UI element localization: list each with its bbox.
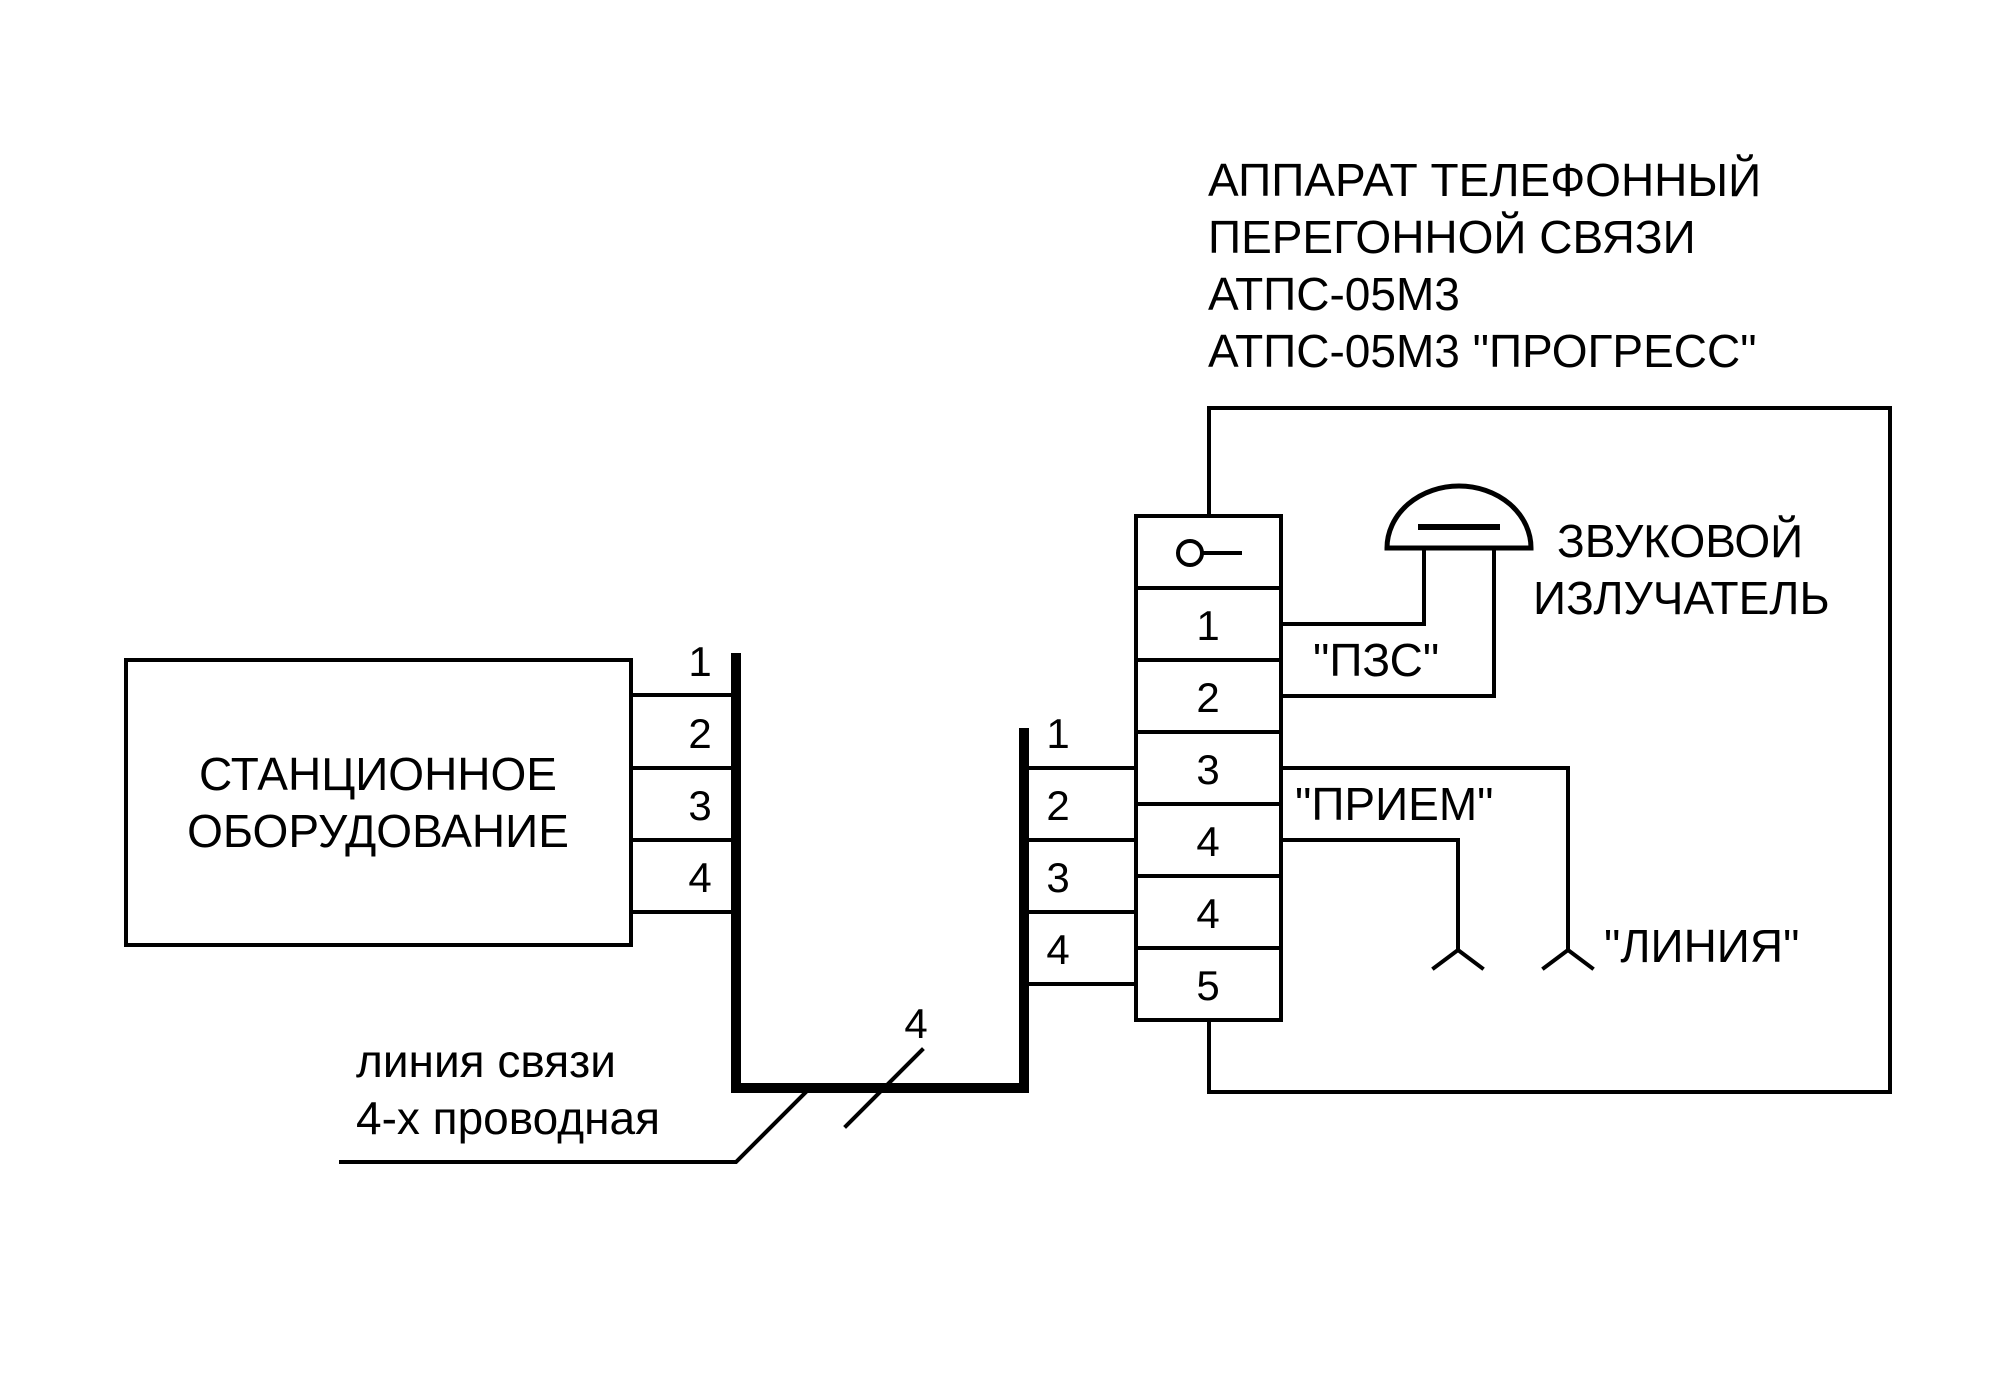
wire-count-label: 4 <box>904 1000 927 1047</box>
wire-terminal-3-to-line <box>1279 766 1570 952</box>
cable-label-leader <box>339 1087 811 1164</box>
sound-emitter-icon <box>1384 483 1534 551</box>
device-title-line-4: АТПС-05М3 "ПРОГРЕСС" <box>1208 325 1757 377</box>
sounder-label-line-2: ИЗЛУЧАТЕЛЬ <box>1533 572 1830 624</box>
station-pin-label-4: 4 <box>688 854 711 901</box>
device-title-line-3: АТПС-05М3 <box>1208 268 1460 320</box>
terminal-label-4: 4 <box>1196 818 1219 865</box>
cable-bus <box>731 653 1029 1093</box>
terminal-block: 1 2 3 4 4 5 <box>1134 514 1283 1022</box>
wire-count-slash <box>843 1047 925 1129</box>
terminal-label-4b: 4 <box>1196 890 1219 937</box>
terminal-label-3: 3 <box>1196 746 1219 793</box>
station-equipment-box <box>124 658 633 947</box>
wire-terminal-4-to-line <box>1279 838 1460 952</box>
pzs-label: "ПЗС" <box>1313 634 1439 686</box>
cable-label-line-2: 4-х проводная <box>356 1092 660 1144</box>
cable-pin-label-3: 3 <box>1046 854 1069 901</box>
cable-pin-label-4: 4 <box>1046 926 1069 973</box>
station-label-line-1: СТАНЦИОННОЕ <box>199 748 557 800</box>
wire-terminal-2-to-sounder <box>1279 546 1496 698</box>
cable-pin-label-1: 1 <box>1046 710 1069 757</box>
station-pin-label-1: 1 <box>688 638 711 685</box>
cable-pin-label-2: 2 <box>1046 782 1069 829</box>
plug-icon <box>1431 947 1485 971</box>
line-label: "ЛИНИЯ" <box>1604 920 1799 972</box>
sounder-label-line-1: ЗВУКОВОЙ <box>1557 515 1803 567</box>
receive-label: "ПРИЕМ" <box>1295 778 1493 830</box>
station-label-line-2: ОБОРУДОВАНИЕ <box>187 805 569 857</box>
station-pin-label-3: 3 <box>688 782 711 829</box>
terminal-label-5: 5 <box>1196 962 1219 1009</box>
ground-terminal-icon <box>1176 539 1242 567</box>
wire-terminal-1-to-sounder <box>1279 546 1426 626</box>
station-pin-label-2: 2 <box>688 710 711 757</box>
plug-icon <box>1541 947 1595 971</box>
terminal-label-1: 1 <box>1196 602 1219 649</box>
terminal-label-2: 2 <box>1196 674 1219 721</box>
device-title: АППАРАТ ТЕЛЕФОННЫЙ ПЕРЕГОННОЙ СВЯЗИ АТПС… <box>1208 154 1761 377</box>
device-enclosure <box>1207 406 1892 1094</box>
cable-label-line-1: линия связи <box>356 1035 616 1087</box>
device-title-line-1: АППАРАТ ТЕЛЕФОННЫЙ <box>1208 154 1761 206</box>
device-title-line-2: ПЕРЕГОННОЙ СВЯЗИ <box>1208 211 1696 263</box>
